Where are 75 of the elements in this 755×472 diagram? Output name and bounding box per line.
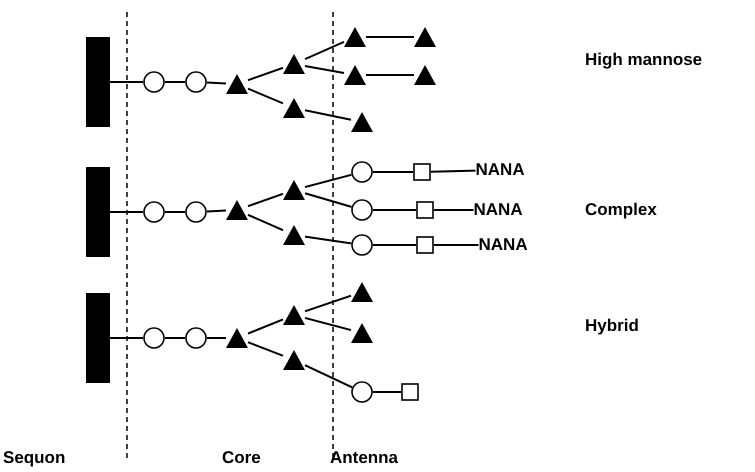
- connector-line: [165, 81, 185, 83]
- glycan-type-label: Hybrid: [585, 316, 639, 336]
- open-circle: [185, 201, 207, 223]
- open-square: [416, 201, 434, 219]
- connector-line: [248, 214, 284, 232]
- glycan-type-label: High mannose: [585, 50, 702, 70]
- connector-line: [304, 40, 344, 60]
- filled-triangle: [283, 54, 305, 74]
- filled-triangle: [283, 225, 305, 245]
- glycan-type-label: Complex: [585, 200, 657, 220]
- filled-triangle: [283, 98, 305, 118]
- filled-triangle: [226, 328, 248, 348]
- connector-line: [206, 82, 226, 84]
- open-square: [416, 236, 434, 254]
- connector-line: [165, 337, 185, 339]
- region-label: Sequon: [3, 448, 66, 468]
- open-circle: [185, 327, 207, 349]
- connector-line: [248, 88, 284, 104]
- connector-line: [110, 337, 143, 339]
- connector-line: [304, 65, 344, 74]
- filled-triangle: [226, 74, 248, 94]
- connector-line: [373, 209, 416, 211]
- filled-triangle: [351, 323, 373, 343]
- filled-triangle: [351, 112, 373, 132]
- filled-triangle: [414, 27, 436, 47]
- open-circle: [351, 381, 373, 403]
- open-square: [413, 163, 431, 181]
- filled-triangle: [351, 282, 373, 302]
- connector-line: [304, 109, 352, 121]
- filled-bar: [86, 293, 110, 383]
- open-circle: [143, 71, 165, 93]
- open-square: [401, 383, 419, 401]
- connector-line: [248, 66, 284, 82]
- connector-line: [304, 192, 352, 208]
- filled-triangle: [283, 305, 305, 325]
- residue-label: NANA: [474, 200, 523, 220]
- connector-line: [304, 294, 352, 312]
- connector-line: [373, 244, 416, 246]
- open-circle: [351, 161, 373, 183]
- connector-line: [373, 171, 413, 173]
- connector-line: [110, 81, 143, 83]
- connector-line: [304, 364, 352, 388]
- filled-triangle: [283, 180, 305, 200]
- connector-line: [304, 236, 352, 244]
- residue-label: NANA: [478, 235, 528, 255]
- connector-line: [207, 337, 226, 339]
- connector-line: [165, 211, 185, 213]
- connector-line: [304, 174, 352, 188]
- region-label: Antenna: [330, 448, 398, 468]
- open-circle: [185, 71, 207, 93]
- filled-triangle: [226, 200, 248, 220]
- connector-line: [434, 209, 474, 211]
- connector-line: [434, 244, 478, 246]
- region-label: Core: [222, 448, 261, 468]
- filled-triangle: [283, 350, 305, 370]
- connector-line: [110, 211, 143, 213]
- connector-line: [248, 318, 284, 334]
- filled-triangle: [414, 65, 436, 85]
- connector-line: [366, 74, 414, 76]
- open-circle: [143, 327, 165, 349]
- connector-line: [248, 192, 284, 208]
- connector-line: [206, 210, 226, 212]
- residue-label: NANA: [476, 160, 525, 180]
- connector-line: [366, 36, 414, 38]
- connector-line: [430, 170, 476, 173]
- filled-bar: [86, 167, 110, 257]
- filled-bar: [86, 37, 110, 127]
- open-circle: [351, 234, 373, 256]
- connector-line: [304, 316, 352, 332]
- filled-triangle: [344, 65, 366, 85]
- open-circle: [143, 201, 165, 223]
- connector-line: [373, 391, 401, 393]
- filled-triangle: [344, 27, 366, 47]
- open-circle: [351, 199, 373, 221]
- connector-line: [248, 341, 284, 357]
